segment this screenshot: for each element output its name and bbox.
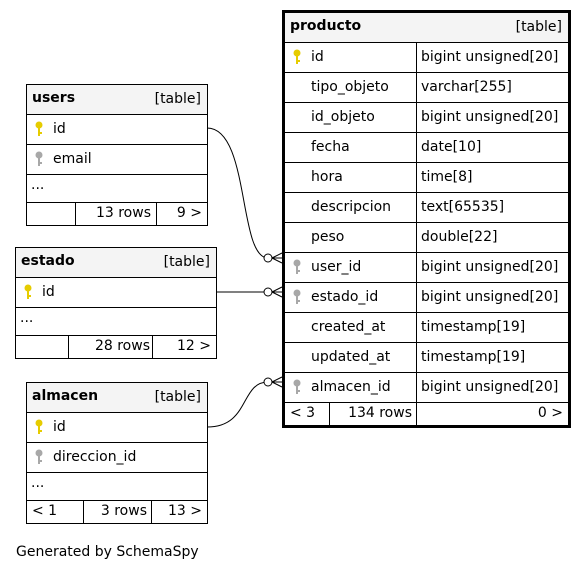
column-type: date[10] (421, 139, 482, 155)
column-row-hora[interactable]: hora time[8] (285, 163, 568, 193)
index-key-icon (34, 449, 44, 465)
column-row-id-objeto[interactable]: id_objeto bigint unsigned[20] (285, 103, 568, 133)
table-kind: [table] (154, 389, 201, 405)
estado-table-footer: 28 rows 12 > (16, 336, 216, 358)
almacen-to-producto-link (206, 381, 269, 428)
index-key-icon (292, 379, 302, 395)
more-columns: ... (16, 308, 216, 336)
parents-count: < 1 (32, 503, 58, 519)
index-key-icon (292, 289, 302, 305)
almacen-table-header[interactable]: almacen [table] (27, 383, 207, 413)
column-type: bigint unsigned[20] (421, 289, 559, 305)
column-name: created_at (311, 319, 386, 335)
producto-table[interactable]: producto [table] id bigint unsigned[20] ti… (282, 10, 571, 428)
children-count: 0 > (537, 405, 563, 421)
column-type: bigint unsigned[20] (421, 109, 559, 125)
column-row-peso[interactable]: peso double[22] (285, 223, 568, 253)
column-row-almacen-id[interactable]: almacen_id bigint unsigned[20] (285, 373, 568, 403)
column-type: time[8] (421, 169, 473, 185)
almacen-table[interactable]: almacen [table] id direccion_id ... < 1 3… (26, 382, 208, 524)
users-to-producto-link (206, 127, 269, 259)
column-row-id[interactable]: id (27, 413, 207, 443)
producto-table-header[interactable]: producto [table] (285, 13, 568, 43)
users-table[interactable]: users [table] id email ... 13 rows 9 > (26, 84, 208, 226)
table-name: producto (290, 18, 362, 34)
primary-key-icon (292, 49, 302, 65)
column-row-direccion-id[interactable]: direccion_id (27, 443, 207, 473)
column-row-descripcion[interactable]: descripcion text[65535] (285, 193, 568, 223)
estado-table-header[interactable]: estado [table] (16, 248, 216, 278)
column-type: timestamp[19] (421, 319, 526, 335)
column-name: updated_at (311, 349, 391, 365)
column-row-user-id[interactable]: user_id bigint unsigned[20] (285, 253, 568, 283)
primary-key-icon (34, 121, 44, 137)
column-name: id (42, 284, 55, 300)
column-type: double[22] (421, 229, 498, 245)
row-count: 3 rows (100, 503, 147, 519)
column-type: text[65535] (421, 199, 505, 215)
column-name: user_id (311, 259, 362, 275)
column-type: bigint unsigned[20] (421, 379, 559, 395)
table-kind: [table] (154, 91, 201, 107)
column-type: bigint unsigned[20] (421, 49, 559, 65)
column-name: descripcion (311, 199, 392, 215)
column-name: almacen_id (311, 379, 391, 395)
table-name: almacen (32, 388, 99, 404)
parents-count: < 3 (290, 405, 316, 421)
column-row-fecha[interactable]: fecha date[10] (285, 133, 568, 163)
column-name: hora (311, 169, 343, 185)
column-name: id (311, 49, 324, 65)
primary-key-icon (34, 419, 44, 435)
column-row-estado-id[interactable]: estado_id bigint unsigned[20] (285, 283, 568, 313)
estado-table[interactable]: estado [table] id ... 28 rows 12 > (15, 247, 217, 359)
column-name: direccion_id (53, 449, 137, 465)
column-name: tipo_objeto (311, 79, 389, 95)
generated-by-label: Generated by SchemaSpy (16, 544, 199, 560)
column-name: email (53, 151, 92, 167)
table-name: estado (21, 253, 75, 269)
almacen-table-footer: < 1 3 rows 13 > (27, 501, 207, 523)
column-row-updated-at[interactable]: updated_at timestamp[19] (285, 343, 568, 373)
crowfoot-estado-id (263, 286, 283, 298)
column-type: varchar[255] (421, 79, 512, 95)
table-kind: [table] (163, 254, 210, 270)
row-count: 28 rows (94, 338, 150, 354)
table-kind: [table] (515, 19, 562, 35)
row-count: 13 rows (95, 205, 151, 221)
more-columns: ... (27, 473, 207, 501)
column-row-id[interactable]: id (16, 278, 216, 308)
column-name: id (53, 419, 66, 435)
crowfoot-almacen-id (263, 376, 283, 388)
index-key-icon (292, 259, 302, 275)
column-name: estado_id (311, 289, 379, 305)
index-key-icon (34, 151, 44, 167)
column-row-email[interactable]: email (27, 145, 207, 175)
column-name: id (53, 121, 66, 137)
column-name: fecha (311, 139, 350, 155)
column-row-created-at[interactable]: created_at timestamp[19] (285, 313, 568, 343)
column-name: peso (311, 229, 345, 245)
column-type: timestamp[19] (421, 349, 526, 365)
producto-table-footer: < 3 134 rows 0 > (285, 403, 568, 425)
children-count: 13 > (168, 503, 202, 519)
children-count: 12 > (177, 338, 211, 354)
users-table-footer: 13 rows 9 > (27, 203, 207, 225)
more-columns: ... (27, 175, 207, 203)
column-name: id_objeto (311, 109, 375, 125)
column-row-id[interactable]: id bigint unsigned[20] (285, 43, 568, 73)
children-count: 9 > (176, 205, 202, 221)
column-row-tipo-objeto[interactable]: tipo_objeto varchar[255] (285, 73, 568, 103)
table-name: users (32, 90, 76, 106)
primary-key-icon (23, 284, 33, 300)
crowfoot-user-id (263, 252, 283, 264)
column-row-id[interactable]: id (27, 115, 207, 145)
row-count: 134 rows (348, 405, 412, 421)
column-type: bigint unsigned[20] (421, 259, 559, 275)
users-table-header[interactable]: users [table] (27, 85, 207, 115)
